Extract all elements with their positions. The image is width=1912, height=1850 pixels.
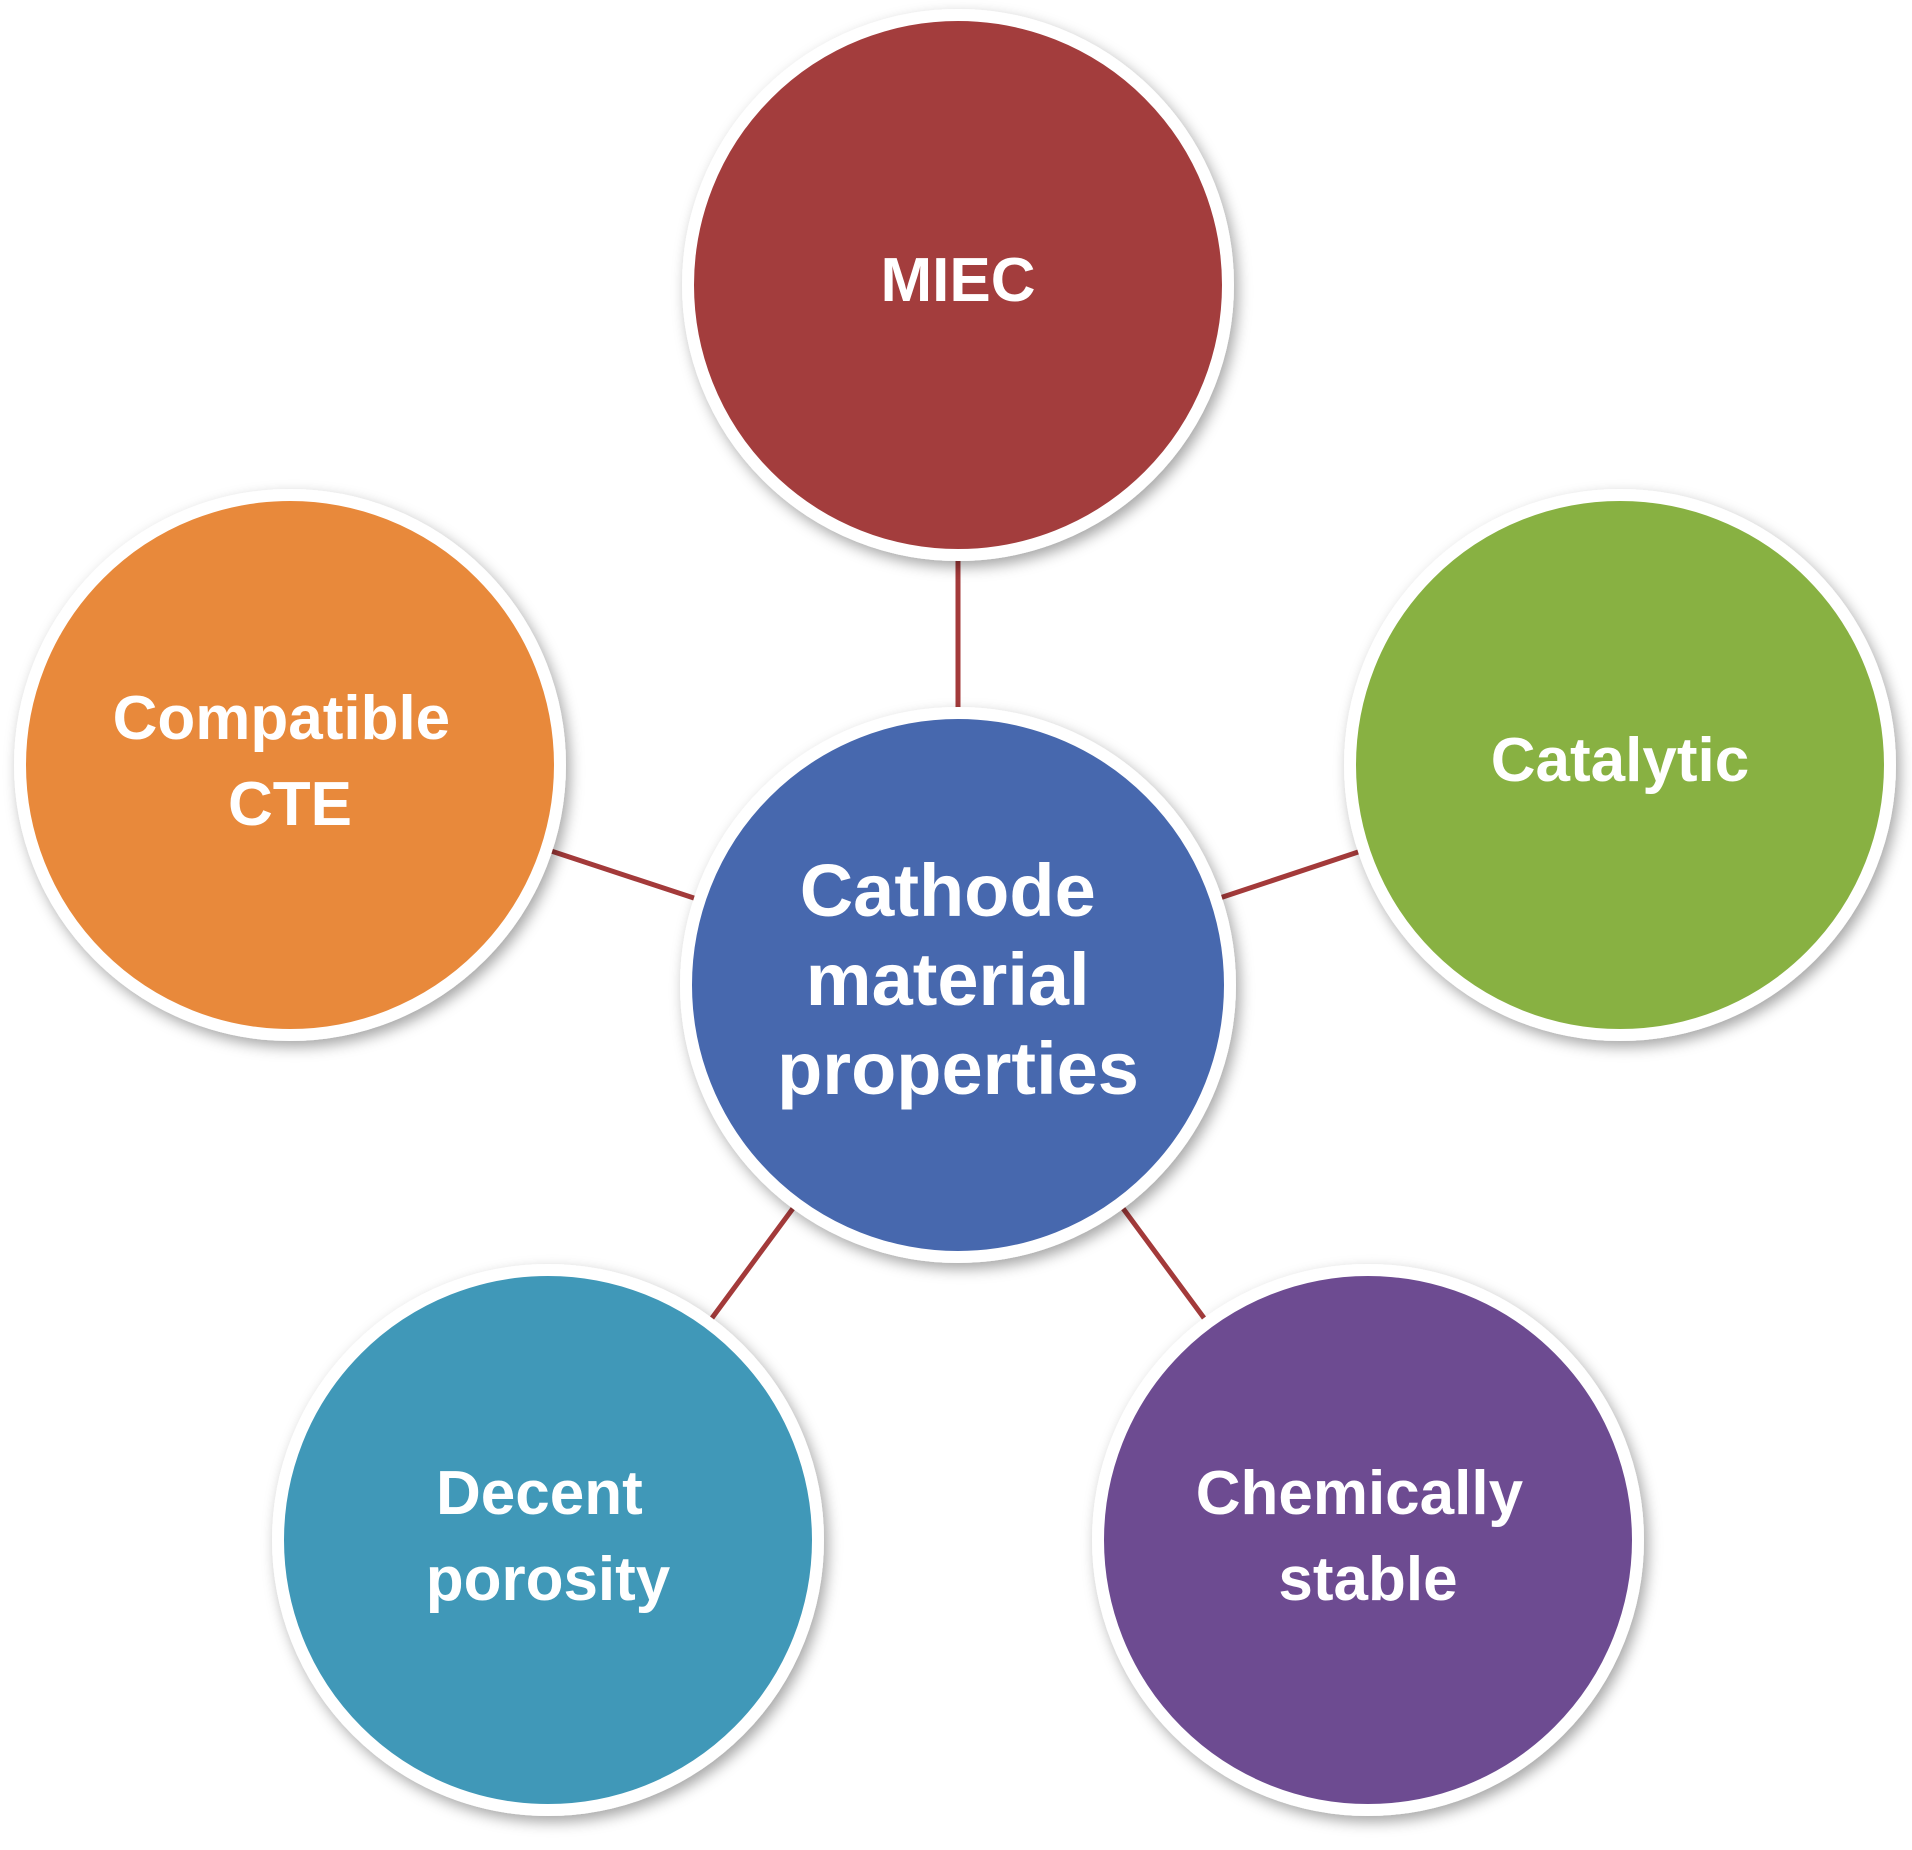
center-node-circle <box>680 707 1236 1263</box>
node-chemically-stable: Chemically stable <box>1092 1264 1644 1816</box>
node-label-line: MIEC <box>881 246 1036 315</box>
node-label-line: porosity <box>426 1545 671 1614</box>
center-node-line: properties <box>777 1027 1139 1110</box>
node-label-line: Decent <box>436 1459 643 1528</box>
node-decent-porosity: Decent porosity <box>272 1264 824 1816</box>
center-node-line: Cathode <box>800 849 1096 932</box>
node-label-line: CTE <box>228 770 352 839</box>
node-catalytic-label: Catalytic <box>1491 726 1749 795</box>
node-miec-circle <box>682 9 1234 561</box>
node-compatible-cte-circle <box>14 489 566 1041</box>
node-catalytic-circle <box>1344 489 1896 1041</box>
node-label-line: Compatible <box>113 684 451 753</box>
node-label-line: Chemically <box>1196 1459 1524 1528</box>
node-chemically-stable-label: Chemically stable <box>1196 1459 1541 1614</box>
center-node-line: material <box>806 938 1090 1021</box>
center-node-label: Cathode material properties <box>777 849 1139 1110</box>
node-label-line: Catalytic <box>1491 726 1749 795</box>
node-catalytic: Catalytic <box>1344 489 1896 1041</box>
center-node: Cathode material properties <box>680 707 1236 1263</box>
node-compatible-cte: Compatible CTE <box>14 489 566 1041</box>
node-compatible-cte-label: Compatible CTE <box>113 684 468 839</box>
node-label-line: stable <box>1278 1545 1457 1614</box>
node-decent-porosity-circle <box>272 1264 824 1816</box>
node-miec-label: MIEC <box>881 246 1036 315</box>
node-miec: MIEC <box>682 9 1234 561</box>
node-decent-porosity-label: Decent porosity <box>426 1459 671 1614</box>
node-chemically-stable-circle <box>1092 1264 1644 1816</box>
